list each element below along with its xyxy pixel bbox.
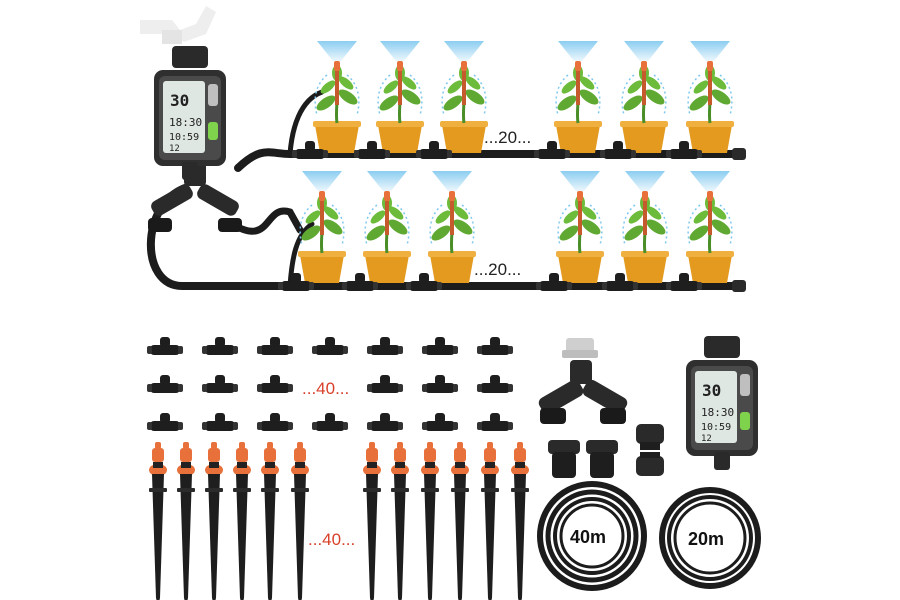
timer-spare-clock: 18:30 <box>701 406 734 419</box>
hose-20m-label: 20m <box>688 529 724 549</box>
timer-spare: 30 18:30 10:59 12 <box>686 336 758 470</box>
drip-stakes <box>149 442 529 600</box>
end-plug-top <box>732 148 746 160</box>
faucet <box>140 6 216 44</box>
hose-coil-40m <box>537 481 647 591</box>
timer-spare-row3: 12 <box>701 434 712 444</box>
timer-top: 30 18:30 10:59 12 <box>154 46 226 180</box>
hose-adapters <box>548 424 664 478</box>
timer-top-row2: 10:59 <box>169 132 199 143</box>
y-splitter-spare <box>538 338 628 424</box>
top-row-count-label: ...20... <box>484 128 531 147</box>
timer-top-clock: 18:30 <box>169 116 202 129</box>
hose-40m-label: 40m <box>570 527 606 547</box>
bottom-row-count-label: ...20... <box>474 260 521 279</box>
hose-coil-20m <box>659 487 761 589</box>
timer-top-main-digits: 30 <box>170 91 189 110</box>
timer-spare-main-digits: 30 <box>702 381 721 400</box>
stake-count-label: ...40... <box>308 530 355 549</box>
timer-top-row3: 12 <box>169 144 180 154</box>
timer-spare-row2: 10:59 <box>701 422 731 433</box>
tee-count-label: ...40... <box>302 379 349 398</box>
end-plug-bottom <box>732 280 746 292</box>
